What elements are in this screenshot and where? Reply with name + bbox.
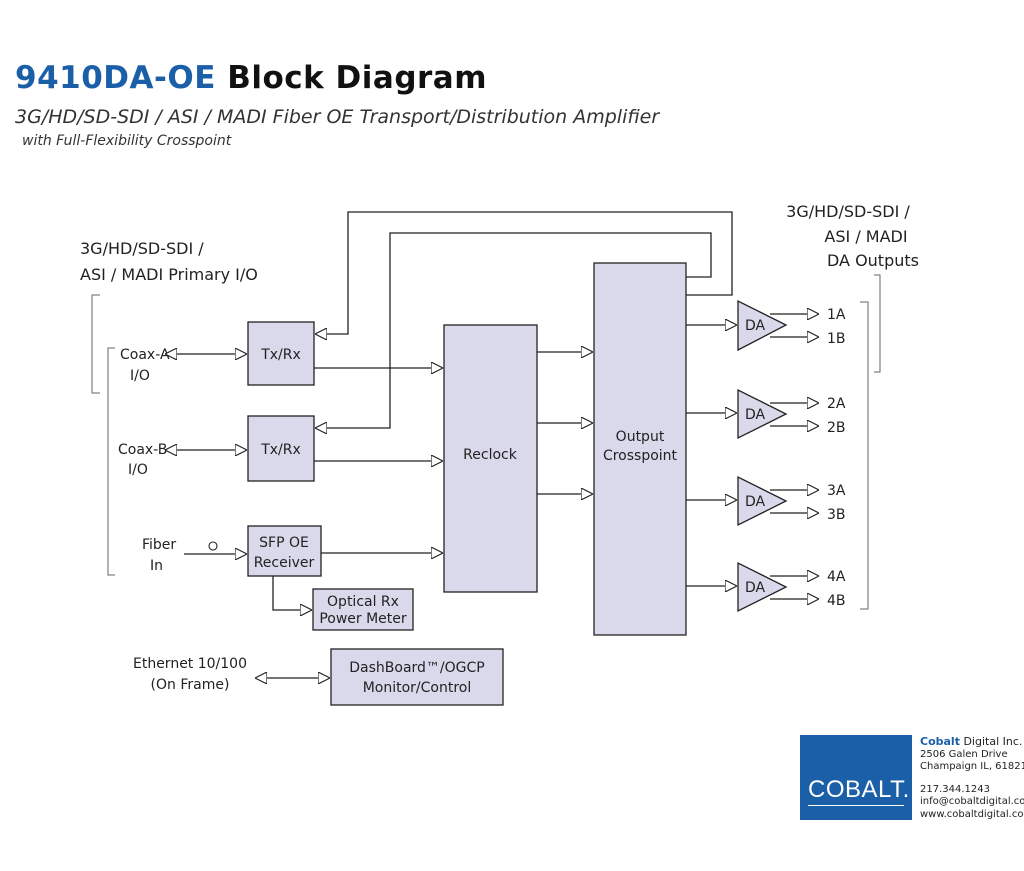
dashboard-label-2: Monitor/Control [363,680,472,696]
txrx-a-block [247,321,315,386]
title-model: 9410DA-OE [15,60,216,96]
output-3b-label: 3B [827,507,846,523]
page-title: 9410DA-OE Block Diagram [15,60,487,96]
cobalt-logo-text: COBALT. [808,776,910,803]
power-meter-label-2: Power Meter [319,611,407,627]
da-outputs-label-2: ASI / MADI [824,227,907,246]
da-2-label: DA [745,407,766,423]
output-2b-label: 2B [827,420,846,436]
company-name: Cobalt Digital Inc. [920,735,1024,749]
primary-io-bracket [91,294,100,394]
company-info: Cobalt Digital Inc. 2506 Galen Drive Cha… [920,735,1024,821]
sfp-label-2: Receiver [254,555,315,571]
ethernet-label-2: (On Frame) [151,677,230,693]
output-2a-label: 2A [827,396,846,412]
sfp-receiver-block [247,525,322,577]
xp-return-to-txrx-b-path [316,232,712,428]
subtitle-secondary: with Full-Flexibility Crosspoint [22,133,232,149]
output-1b-label: 1B [827,331,846,347]
coax-a-io-label: I/O [130,368,150,384]
output-group-bracket [874,274,881,373]
power-meter-label-1: Optical Rx [327,594,399,610]
ethernet-label-1: Ethernet 10/100 [133,656,247,672]
primary-io-label-1: 3G/HD/SD-SDI / [80,239,204,258]
da-1-label: DA [745,318,766,334]
title-rest: Block Diagram [227,60,488,96]
output-4a-label: 4A [827,569,846,585]
xp-return-to-txrx-a-path [316,211,733,334]
dashboard-label-1: DashBoard™/OGCP [349,660,484,676]
reclock-label: Reclock [463,447,518,463]
fiber-label: Fiber [142,537,176,553]
primary-io-label-2: ASI / MADI Primary I/O [80,265,258,284]
output-3a-label: 3A [827,483,846,499]
sfp-label-1: SFP OE [259,535,309,551]
input-bracket [107,347,115,576]
da-4-amplifier [737,561,788,613]
coax-a-label: Coax-A [120,347,170,363]
company-address-2: Champaign IL, 61821 [920,761,1024,772]
da-outputs-label-1: 3G/HD/SD-SDI / [786,202,910,221]
txrx-b-label: Tx/Rx [260,442,301,458]
crosspoint-block [593,262,687,636]
subtitle: 3G/HD/SD-SDI / ASI / MADI Fiber OE Trans… [15,106,660,128]
da-4-label: DA [745,580,766,596]
fiber-connector-icon [208,541,218,551]
reclock-block [443,324,538,593]
dashboard-block [330,648,504,706]
output-1a-label: 1A [827,307,846,323]
company-name-rest: Digital Inc. [959,735,1023,748]
output-bracket [860,301,869,610]
da-outputs-label-3: DA Outputs [827,251,919,270]
company-web: www.cobaltdigital.com [920,808,1024,820]
txrx-a-label: Tx/Rx [260,347,301,363]
da-3-amplifier [737,475,788,527]
power-meter-block [312,588,414,631]
company-name-cobalt: Cobalt [920,735,960,748]
cobalt-logo-line [808,805,904,806]
sfp-to-meter-arrow [272,576,311,610]
output-4b-label: 4B [827,593,846,609]
company-email: info@cobaltdigital.com [920,796,1024,807]
coax-b-label: Coax-B [118,442,167,458]
coax-b-io-label: I/O [128,462,148,478]
da-2-amplifier [737,388,788,440]
company-address-1: 2506 Galen Drive [920,748,1008,760]
txrx-b-block [247,415,315,482]
crosspoint-label-2: Crosspoint [603,448,678,464]
fiber-in-label: In [150,558,163,574]
da-1-amplifier [737,299,788,352]
da-3-label: DA [745,494,766,510]
company-phone: 217.344.1243 [920,783,990,795]
crosspoint-label-1: Output [616,429,665,445]
